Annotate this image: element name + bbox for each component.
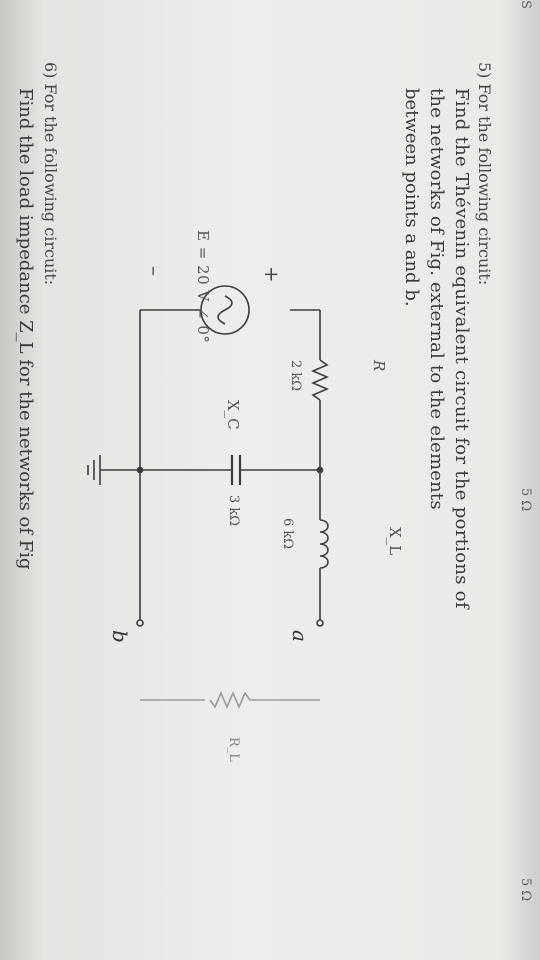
inductor-value: 6 kΩ: [280, 518, 295, 550]
inductor-label: X_L: [386, 527, 404, 556]
load-label: R_L: [226, 737, 241, 762]
question-6-line-1: Find the load impedance Z_L for the netw…: [15, 88, 36, 570]
question-6-title: 6) For the following circuit:: [41, 62, 60, 286]
resistor-label: R: [370, 360, 388, 372]
ac-source-wave: [217, 295, 233, 325]
inductor-xl: [319, 519, 329, 569]
resistor-rl: [209, 690, 251, 710]
resistor-value: 2 kΩ: [288, 360, 303, 392]
terminal-a-label: a: [288, 630, 312, 642]
capacitor-label: X_C: [224, 400, 242, 430]
source-plus: +: [260, 266, 284, 283]
source-minus: –: [143, 266, 167, 276]
page-edge-shadow: [500, 0, 540, 960]
terminal-b-dot: [136, 619, 144, 627]
resistor-r: [310, 359, 330, 401]
source-label: E = 20 V ∠ 0°: [194, 230, 212, 344]
terminal-a-dot: [316, 619, 324, 627]
terminal-b-label: b: [108, 630, 132, 643]
capacitor-value: 3 kΩ: [226, 495, 241, 527]
